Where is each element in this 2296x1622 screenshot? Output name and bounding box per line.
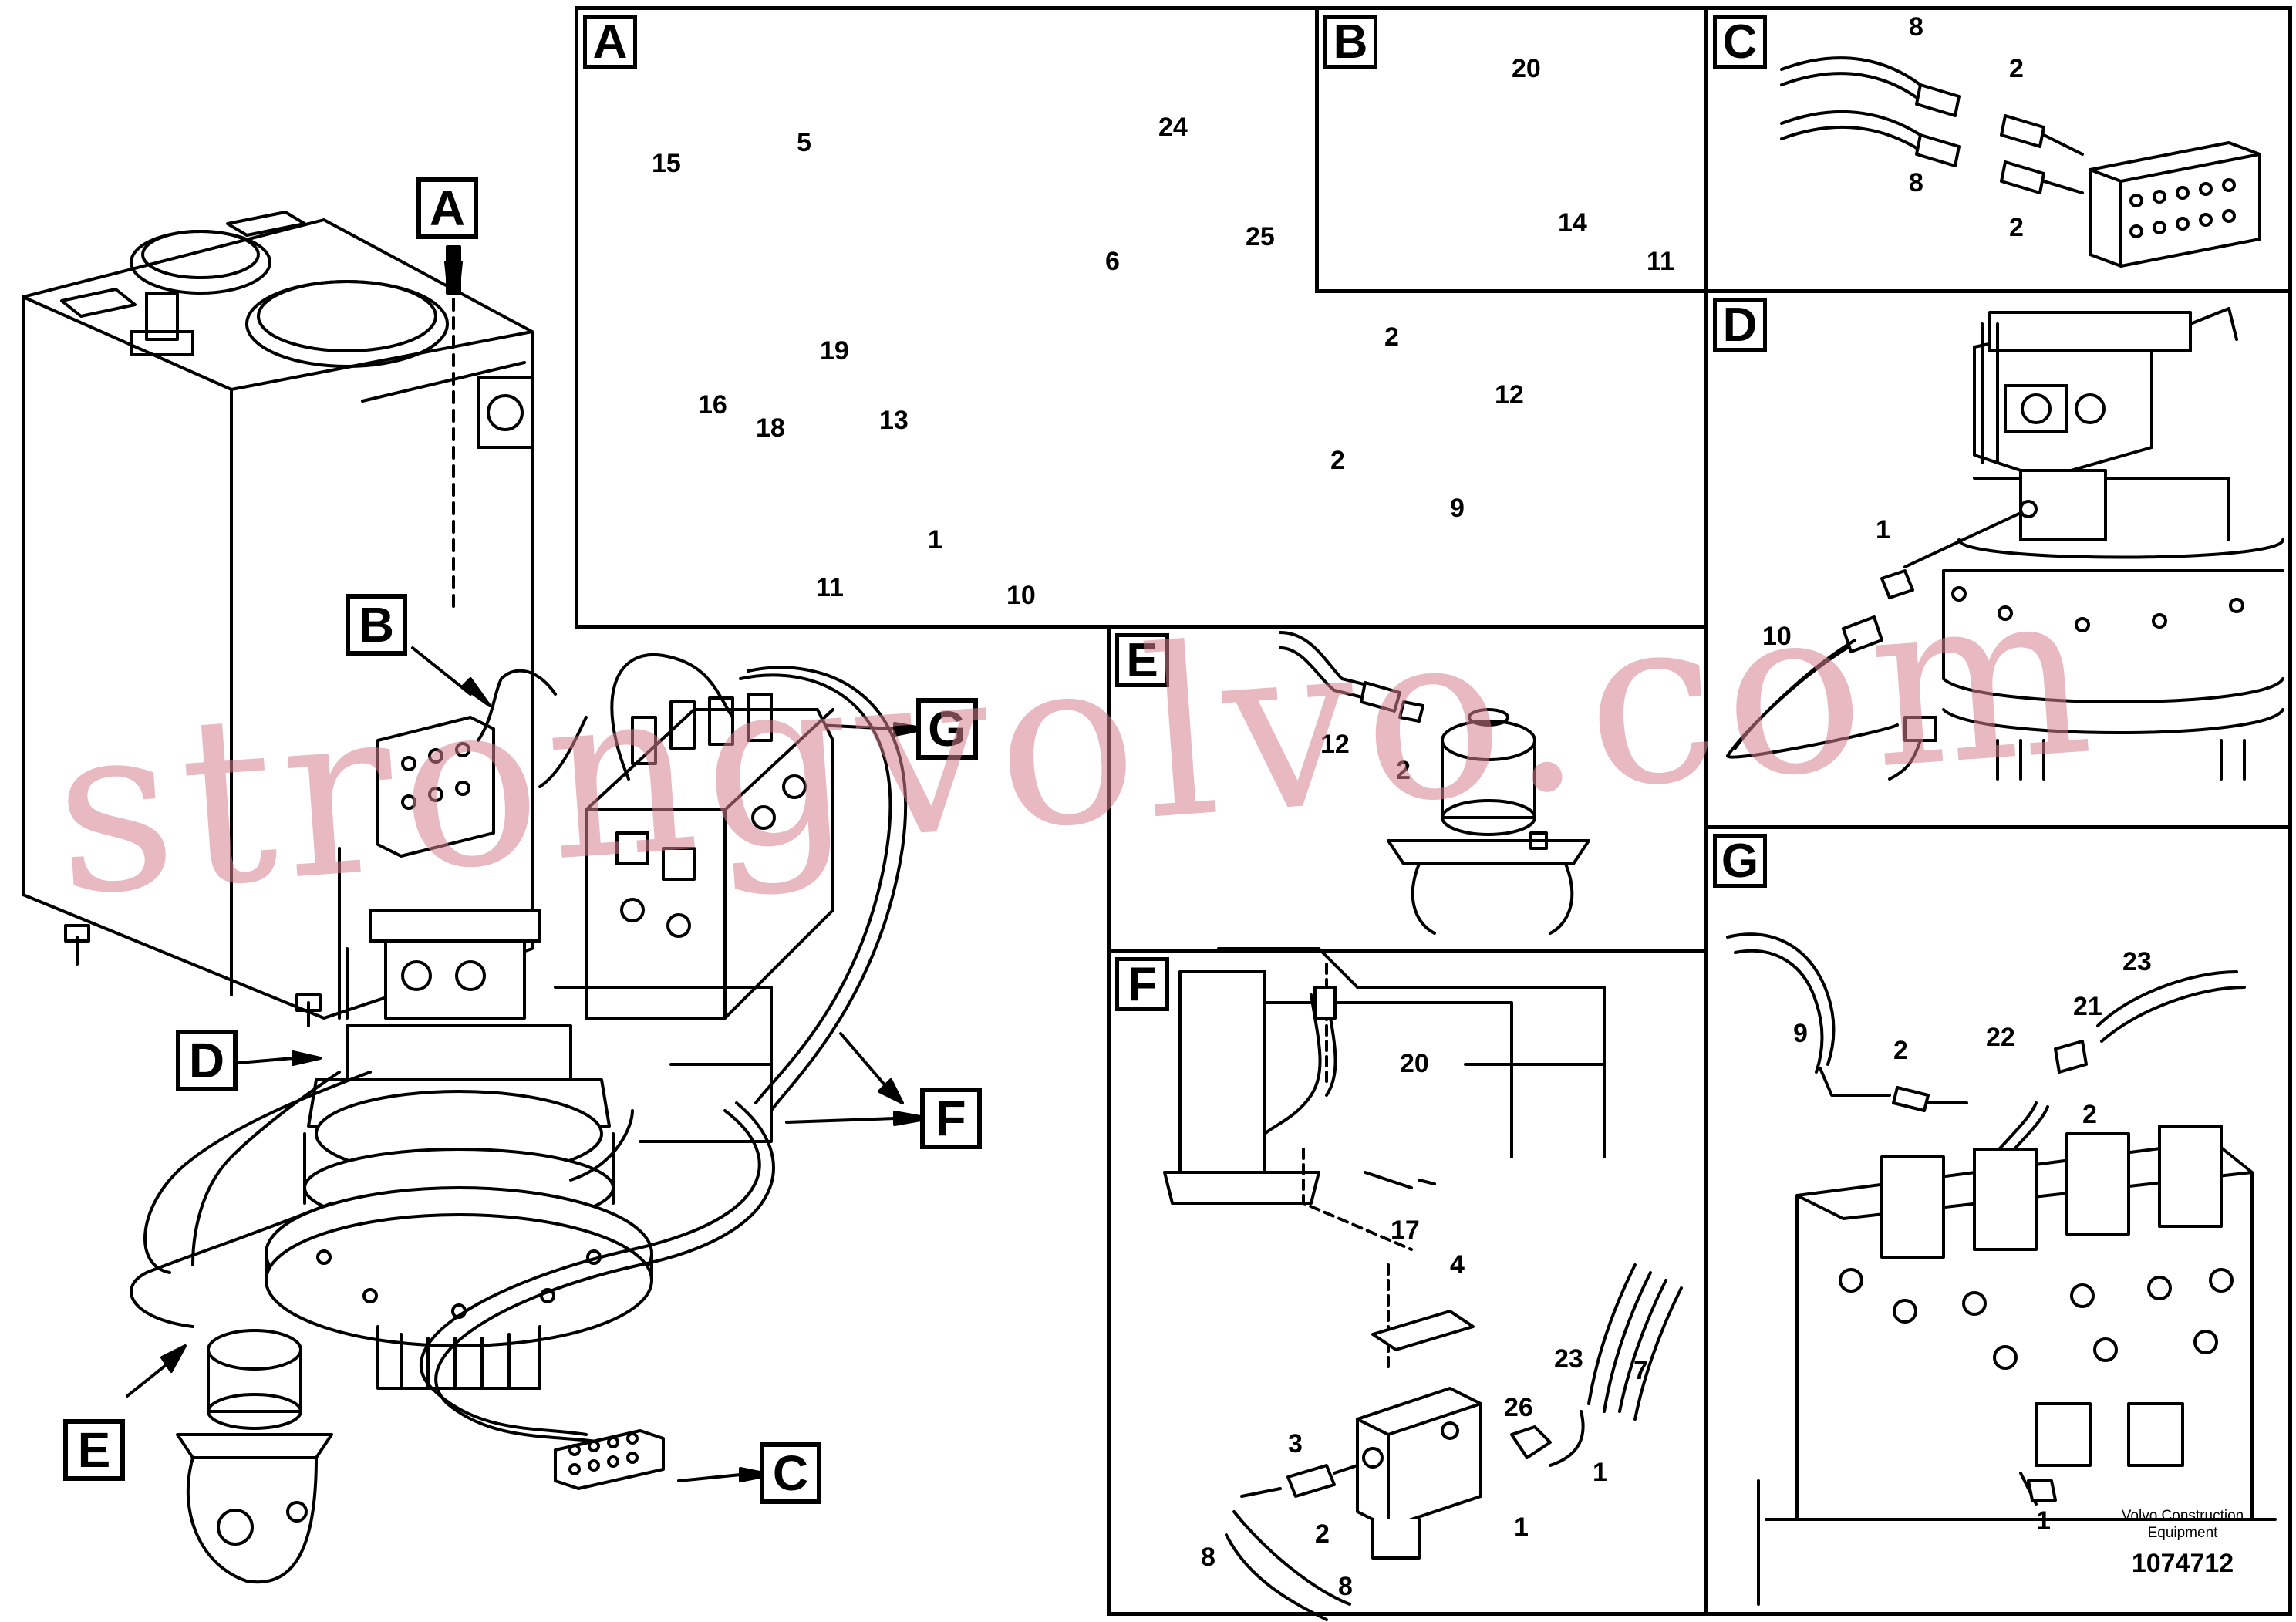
part-number: 23 — [1554, 1344, 1583, 1374]
part-number: 11 — [1647, 247, 1674, 276]
detail-label-f: F — [1115, 957, 1169, 1011]
part-number: 26 — [1504, 1393, 1533, 1422]
part-number: 20 — [1400, 1049, 1429, 1078]
detail-panel-b: B — [1315, 6, 1708, 293]
part-number: 17 — [1391, 1216, 1420, 1245]
callout-a: A — [416, 177, 478, 239]
callout-g: G — [916, 698, 978, 760]
part-number: 21 — [2073, 992, 2102, 1021]
brand-caption: Volvo Construction Equipment — [2106, 1508, 2260, 1542]
detail-label-a: A — [583, 15, 637, 69]
detail-c-art — [1780, 56, 2261, 268]
detail-label-d: D — [1713, 298, 1767, 352]
part-number: 9 — [1793, 1019, 1808, 1048]
part-number: 10 — [1006, 581, 1036, 610]
part-number: 1 — [1514, 1512, 1529, 1542]
part-number: 19 — [820, 336, 849, 366]
detail-g-art — [1726, 932, 2277, 1606]
brand-line-1: Volvo Construction — [2121, 1508, 2244, 1524]
part-number: 12 — [1495, 380, 1524, 410]
part-number: 1 — [1876, 515, 1890, 545]
part-number: 7 — [1633, 1356, 1648, 1385]
part-number: 5 — [797, 128, 811, 157]
detail-f-art — [1163, 947, 1683, 1621]
detail-panel-e: E — [1107, 625, 1708, 953]
callout-f: F — [920, 1088, 982, 1149]
detail-panel-d: D — [1704, 289, 2292, 829]
callout-e: E — [63, 1419, 125, 1481]
drawing-number: 1074712 — [2131, 1549, 2234, 1578]
part-number: 8 — [1201, 1543, 1215, 1572]
part-number: 8 — [1909, 12, 1923, 42]
detail-panel-c: C — [1704, 6, 2292, 293]
part-number: 22 — [1986, 1023, 2015, 1052]
center-swivel — [176, 1329, 333, 1584]
part-number: 24 — [1158, 113, 1188, 142]
detail-label-b: B — [1323, 15, 1377, 69]
part-number: 15 — [652, 149, 681, 178]
part-number: 11 — [816, 573, 844, 602]
part-number: 18 — [756, 413, 785, 443]
part-number: 12 — [1320, 730, 1350, 759]
brand-line-2: Equipment — [2147, 1525, 2218, 1541]
part-number: 2 — [2082, 1100, 2097, 1129]
part-number: 8 — [1909, 168, 1923, 197]
part-number: 2 — [1330, 446, 1345, 475]
part-number: 16 — [698, 390, 727, 420]
detail-panel-g: G — [1704, 825, 2292, 1616]
overview-hoses — [130, 653, 908, 1444]
distribution-block — [554, 1429, 665, 1490]
callout-b: B — [346, 594, 407, 656]
bracket-plate — [376, 669, 557, 858]
detail-label-g: G — [1713, 834, 1767, 888]
part-number: 3 — [1288, 1429, 1303, 1458]
part-number: 2 — [2009, 213, 2024, 242]
detail-e-art — [1279, 631, 1590, 935]
detail-panel-a: A — [575, 6, 1708, 629]
detail-d-art — [1726, 307, 2284, 781]
part-number: 2 — [2009, 54, 2024, 83]
part-number: 1 — [1593, 1458, 1607, 1487]
part-number: 25 — [1246, 222, 1275, 251]
control-valve — [554, 693, 834, 1143]
swing-motor — [265, 847, 653, 1390]
part-number: 2 — [1396, 756, 1411, 785]
part-number: 13 — [879, 406, 909, 435]
part-number: 20 — [1512, 54, 1541, 83]
part-number: 2 — [1384, 322, 1399, 352]
part-number: 9 — [1450, 494, 1465, 523]
part-number: 10 — [1762, 622, 1792, 651]
hydraulic-tank — [22, 211, 534, 1027]
part-number: 6 — [1105, 247, 1120, 276]
part-number: 8 — [1338, 1572, 1353, 1601]
detail-label-c: C — [1713, 15, 1767, 69]
callout-c: C — [760, 1442, 821, 1504]
part-number: 2 — [1893, 1036, 1908, 1065]
part-number: 1 — [2036, 1506, 2051, 1536]
callout-d: D — [176, 1030, 238, 1091]
part-number: 4 — [1450, 1250, 1465, 1280]
part-number: 14 — [1558, 208, 1587, 238]
part-number: 2 — [1315, 1519, 1330, 1549]
detail-label-e: E — [1115, 633, 1169, 687]
overview-assembly — [22, 211, 931, 1584]
part-number: 23 — [2122, 947, 2152, 976]
part-number: 1 — [928, 525, 942, 555]
